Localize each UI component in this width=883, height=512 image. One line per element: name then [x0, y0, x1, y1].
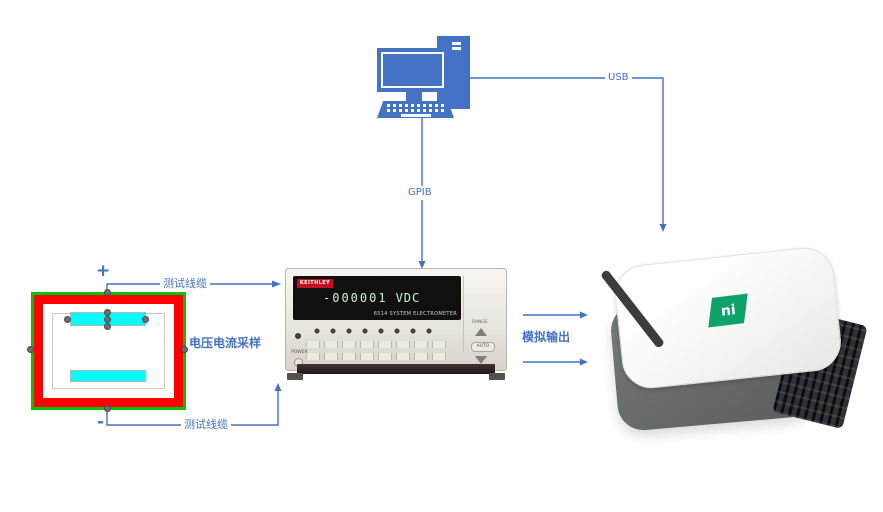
display-unit: VDC	[395, 291, 421, 305]
range-label: RANGE	[472, 320, 488, 325]
power-label: POWER	[291, 350, 308, 355]
auto-button: AUTO	[471, 342, 495, 352]
electrode-handle-low[interactable]	[104, 323, 111, 330]
arrowhead-right-icon	[272, 280, 281, 288]
plus-sign: +	[96, 261, 111, 281]
analog-output-label: 模拟输出	[522, 330, 571, 344]
instrument-foot	[489, 373, 505, 380]
usb-line	[470, 77, 664, 224]
pc-screen	[381, 52, 444, 88]
electrode-handle-left[interactable]	[64, 316, 71, 323]
electrode-handle-mid[interactable]	[104, 316, 111, 323]
fixture-handle-right[interactable]	[181, 346, 188, 353]
fixture-handle-top[interactable]	[104, 289, 111, 296]
arrowhead-right-icon	[580, 358, 588, 366]
instrument-display-bezel: KEITHLEY -000001 VDC 6514 SYSTEM ELECTROM…	[293, 276, 461, 320]
electrode-handle-top[interactable]	[104, 309, 111, 316]
sampling-label: 电压电流采样	[189, 336, 262, 350]
arrowhead-down-icon	[418, 261, 426, 269]
range-up-icon	[475, 328, 487, 336]
pc-keys-row	[387, 104, 444, 107]
model-label: 6514 SYSTEM ELECTROMETER	[373, 311, 457, 317]
fixture-handle-left[interactable]	[27, 346, 34, 353]
seven-segment-display: -000001 VDC	[323, 291, 420, 305]
arrowhead-right-icon	[580, 311, 588, 319]
electrode-handle-right[interactable]	[142, 316, 149, 323]
ni-logo-text: ni	[719, 301, 737, 320]
instrument-body: KEITHLEY -000001 VDC 6514 SYSTEM ELECTROM…	[285, 268, 507, 371]
pill-button-row	[306, 341, 448, 348]
test-cable-top-label: 测试线缆	[160, 277, 210, 291]
usb-daq-device[interactable]: ni	[600, 244, 872, 435]
display-value: -000001	[323, 291, 388, 305]
usb-label: USB	[605, 71, 632, 85]
pc-keyboard	[377, 101, 454, 118]
range-panel: RANGE AUTO	[463, 276, 502, 364]
local-button	[295, 333, 301, 339]
electrode-bar-bottom[interactable]	[70, 370, 146, 382]
arrowhead-up-icon	[274, 383, 282, 391]
ni-logo: ni	[708, 293, 748, 328]
electrometer-instrument[interactable]: KEITHLEY -000001 VDC 6514 SYSTEM ELECTROM…	[285, 268, 507, 380]
brand-logo: KEITHLEY	[297, 279, 333, 288]
instrument-foot	[287, 373, 303, 380]
pc-stand	[406, 92, 422, 102]
instrument-base-strip	[297, 364, 495, 374]
pc-drive-bay	[452, 47, 461, 50]
arrowhead-down-icon	[659, 224, 667, 232]
fixture-handle-bottom[interactable]	[104, 405, 111, 412]
round-button-row	[312, 326, 442, 337]
test-cable-bottom-label: 测试线缆	[181, 418, 231, 432]
pc-drive-bay	[452, 42, 461, 45]
pc-spacebar	[401, 114, 431, 117]
pc-monitor	[377, 48, 448, 92]
gpib-label: GPIB	[405, 186, 435, 200]
range-down-icon	[475, 356, 487, 364]
minus-sign: -	[97, 412, 105, 432]
pill-button-row	[306, 353, 448, 360]
pc-keys-row	[387, 109, 444, 112]
